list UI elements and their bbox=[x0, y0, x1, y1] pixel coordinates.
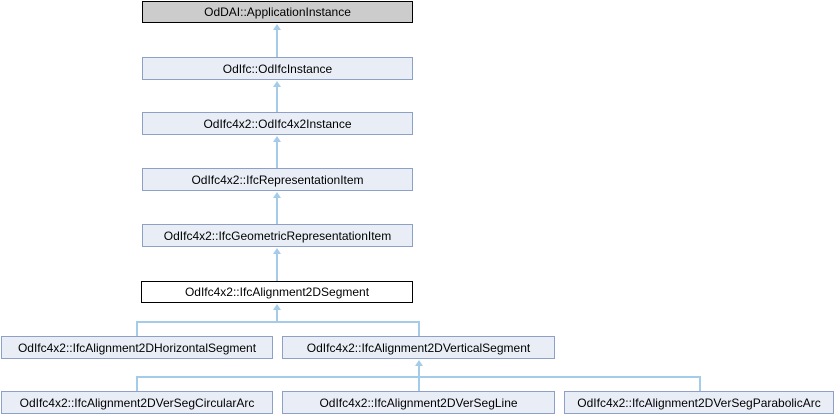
edge-arrowhead-icon bbox=[273, 192, 281, 198]
edge-line bbox=[276, 141, 278, 168]
edge-line bbox=[276, 86, 278, 112]
edge-line bbox=[418, 365, 420, 377]
class-node-ifc-alignment2d-verseg-line[interactable]: OdIfc4x2::IfcAlignment2DVerSegLine bbox=[282, 391, 555, 414]
class-node-ifc-representation-item[interactable]: OdIfc4x2::IfcRepresentationItem bbox=[142, 168, 413, 191]
edge-line bbox=[276, 309, 278, 322]
edge-line bbox=[136, 321, 138, 336]
edge-arrowhead-icon bbox=[273, 248, 281, 254]
class-node-ifc-alignment2d-verseg-circular-arc[interactable]: OdIfc4x2::IfcAlignment2DVerSegCircularAr… bbox=[1, 391, 273, 414]
edge-line bbox=[276, 197, 278, 224]
class-node-odifc-instance[interactable]: OdIfc::OdIfcInstance bbox=[142, 57, 413, 80]
edge-arrowhead-icon bbox=[273, 81, 281, 87]
edge-line bbox=[418, 321, 420, 336]
edge-arrowhead-icon bbox=[273, 24, 281, 30]
class-node-ifc-alignment2d-horizontal-segment[interactable]: OdIfc4x2::IfcAlignment2DHorizontalSegmen… bbox=[1, 336, 273, 359]
edge-line bbox=[276, 29, 278, 57]
class-node-ifc-alignment2d-segment: OdIfc4x2::IfcAlignment2DSegment bbox=[141, 281, 413, 303]
class-node-ifc-alignment2d-verseg-parabolic-arc[interactable]: OdIfc4x2::IfcAlignment2DVerSegParabolicA… bbox=[564, 391, 834, 414]
class-node-application-instance[interactable]: OdDAI::ApplicationInstance bbox=[142, 1, 413, 23]
edge-arrowhead-icon bbox=[415, 360, 423, 366]
edge-line bbox=[136, 376, 138, 391]
edge-line bbox=[699, 376, 701, 391]
class-node-ifc-geometric-representation-item[interactable]: OdIfc4x2::IfcGeometricRepresentationItem bbox=[142, 224, 413, 247]
edge-arrowhead-icon bbox=[273, 136, 281, 142]
edge-line bbox=[276, 253, 278, 281]
edge-arrowhead-icon bbox=[273, 304, 281, 310]
class-node-ifc-alignment2d-vertical-segment[interactable]: OdIfc4x2::IfcAlignment2DVerticalSegment bbox=[282, 336, 555, 359]
edge-line bbox=[418, 376, 420, 391]
edge-line bbox=[136, 321, 420, 323]
class-node-odifc4x2-instance[interactable]: OdIfc4x2::OdIfc4x2Instance bbox=[142, 112, 413, 135]
